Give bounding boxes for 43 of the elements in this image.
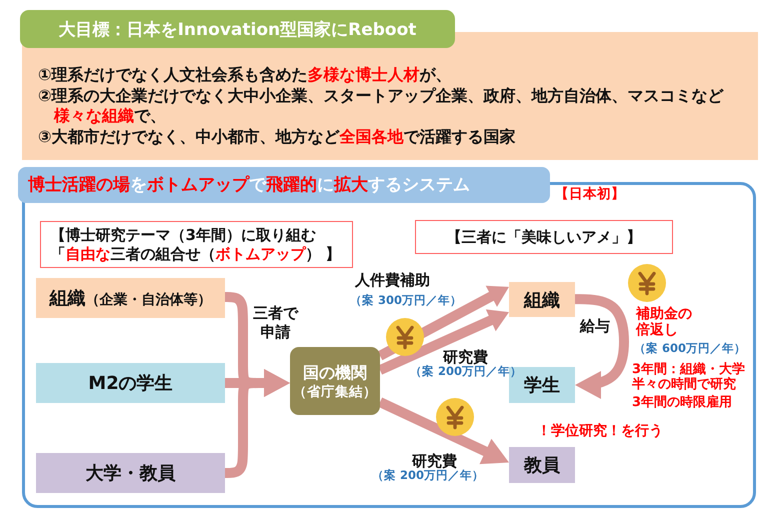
edge-label: 研究費: [443, 348, 488, 366]
edge-label: 研究費: [412, 452, 457, 470]
arrow: [222, 369, 290, 478]
callout-text: 【博士研究テーマ（3年間）に取り組む「自由な三者の組合せ（ボトムアップ） 】: [50, 226, 342, 264]
actor-box: [509, 282, 575, 317]
arrow: [378, 308, 512, 375]
edge-label: 三者で申請: [252, 304, 299, 342]
node-label: 学生: [524, 374, 560, 397]
node-sublabel: （企業・自治体等）: [86, 291, 212, 309]
actor-box: [509, 367, 575, 403]
outlined-note-panel: [40, 221, 353, 268]
node-label: 組織: [524, 288, 560, 312]
amount-text: （案 300万円／年）: [350, 294, 462, 307]
amount-text: （案 600万円／年）: [634, 342, 746, 355]
callout-text: 【三者に「美味しいアメ」】: [446, 228, 642, 246]
actor-box: [36, 363, 225, 403]
edge-label: 給与: [580, 317, 610, 336]
node-label: 教員: [524, 454, 560, 477]
actor-box: [36, 453, 225, 493]
list-item: ②理系の大企業だけでなく大中小企業、スタートアップ企業、政府、地方自治体、マスコミなど様々な組織で、: [38, 86, 725, 128]
actor-box: [36, 278, 225, 318]
note-text: 【日本初】: [555, 186, 625, 202]
agency-box: [290, 347, 380, 415]
node-sublabel: （省庁集結）: [293, 382, 377, 400]
edge-label: 人件費補助: [355, 271, 430, 290]
note-text: 3年間の時限雇用: [632, 395, 732, 410]
outlined-note-panel: [415, 220, 673, 254]
title-text: 大目標：日本をInnovation型国家にReboot: [58, 18, 416, 40]
section-heading: 博士活躍の場をボトムアップで飛躍的に拡大するシステム: [18, 167, 550, 203]
list-item: ①理系だけでなく人文社会系も含めた多様な博士人材が、: [38, 65, 453, 86]
actor-box: [509, 447, 575, 483]
amount-text: （案 200万円／年）: [410, 365, 522, 378]
arrow: [574, 294, 629, 399]
node-label: 大学・教員: [86, 462, 176, 485]
node-label: 組織: [50, 287, 86, 310]
node-label: 国の機関: [303, 362, 367, 382]
list-item: ③大都市だけでなく、中小都市、地方など全国各地で活躍する国家: [38, 127, 517, 148]
title-bar: [20, 10, 455, 48]
note-text: 3年間：組織・大学半々の時間で研究: [632, 362, 746, 392]
note-text: 補助金の倍返し: [636, 306, 693, 338]
node-label: M2の学生: [88, 372, 173, 395]
note-text: ！学位研究！を行う: [537, 423, 663, 439]
amount-text: （案 200万円／年）: [372, 469, 484, 482]
